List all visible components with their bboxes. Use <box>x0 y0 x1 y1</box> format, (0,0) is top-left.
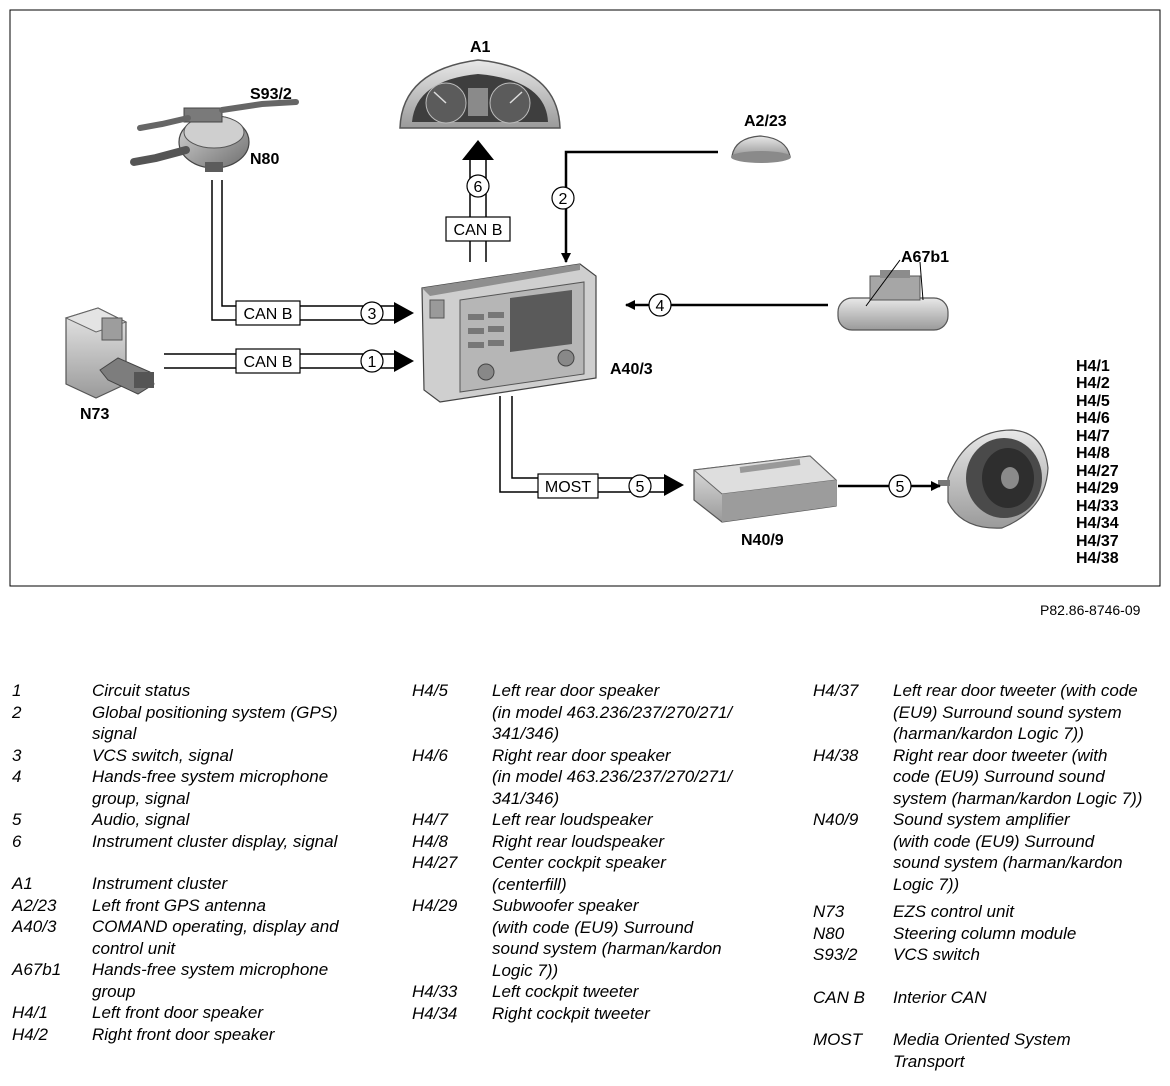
svg-text:CAN B: CAN B <box>244 354 293 371</box>
speaker-label-list: H4/1 H4/2 H4/5 H4/6 H4/7 H4/8 H4/27 H4/2… <box>1076 358 1119 567</box>
svg-text:H4/33: H4/33 <box>1076 498 1119 515</box>
svg-text:3: 3 <box>368 306 377 323</box>
svg-text:H4/7: H4/7 <box>1076 428 1110 445</box>
signal-3-path <box>211 180 414 324</box>
comand-unit-image <box>421 263 597 403</box>
svg-text:2: 2 <box>559 191 568 208</box>
svg-text:H4/5: H4/5 <box>1076 393 1110 410</box>
signal-5-marker-b: 5 <box>888 474 912 498</box>
gps-antenna-image <box>731 135 791 163</box>
amplifier-image <box>692 455 838 523</box>
speaker-image <box>938 429 1049 529</box>
svg-text:H4/34: H4/34 <box>1076 515 1119 532</box>
label-n80: N80 <box>250 151 279 168</box>
label-n40-9: N40/9 <box>741 532 784 549</box>
can-b-box-1: CAN B <box>235 348 301 374</box>
svg-text:5: 5 <box>896 479 905 496</box>
label-s93-2: S93/2 <box>250 86 292 103</box>
svg-text:H4/29: H4/29 <box>1076 480 1119 497</box>
svg-text:H4/1: H4/1 <box>1076 358 1110 375</box>
svg-text:H4/37: H4/37 <box>1076 533 1119 550</box>
microphone-group-image <box>837 259 949 331</box>
label-a2-23: A2/23 <box>744 113 787 130</box>
label-a40-3: A40/3 <box>610 361 653 378</box>
signal-5-marker-a: 5 <box>628 474 652 498</box>
svg-text:H4/27: H4/27 <box>1076 463 1119 480</box>
label-a67b1: A67b1 <box>901 249 949 266</box>
svg-text:6: 6 <box>474 179 483 196</box>
svg-text:1: 1 <box>368 354 377 371</box>
svg-text:4: 4 <box>656 298 665 315</box>
signal-2-marker: 2 <box>551 186 575 210</box>
can-b-box-3: CAN B <box>235 300 301 326</box>
signal-3-marker: 3 <box>360 301 384 325</box>
svg-text:CAN B: CAN B <box>454 222 503 239</box>
signal-4-marker: 4 <box>648 293 672 317</box>
svg-text:CAN B: CAN B <box>244 306 293 323</box>
steering-column-switch-image <box>130 99 299 172</box>
signal-2-path <box>561 150 718 263</box>
instrument-cluster-image <box>399 59 561 129</box>
label-n73: N73 <box>80 406 109 423</box>
svg-text:H4/8: H4/8 <box>1076 445 1110 462</box>
svg-text:5: 5 <box>636 479 645 496</box>
svg-text:H4/38: H4/38 <box>1076 550 1119 567</box>
signal-6-marker: 6 <box>466 174 490 198</box>
diagram-frame <box>9 9 1161 587</box>
figure-id: P82.86-8746-09 <box>1040 602 1141 618</box>
label-a1: A1 <box>470 39 491 56</box>
most-box: MOST <box>537 473 599 499</box>
can-b-box-6: CAN B <box>445 216 511 242</box>
svg-text:H4/6: H4/6 <box>1076 410 1110 427</box>
signal-1-marker: 1 <box>360 349 384 373</box>
svg-text:H4/2: H4/2 <box>1076 375 1110 392</box>
signal-6-path <box>462 140 494 262</box>
ezs-control-unit-image <box>64 307 155 399</box>
wiring-diagram: CAN B 6 2 CAN B 3 CAN B 1 <box>9 9 1161 587</box>
signal-5-most-path <box>499 396 684 496</box>
svg-text:MOST: MOST <box>545 479 591 496</box>
